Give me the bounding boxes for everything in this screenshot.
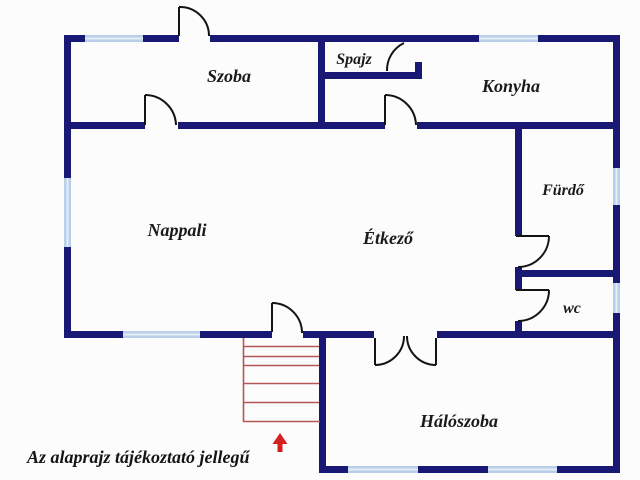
- window-nappali-south: [123, 331, 200, 338]
- opening-entrance: [179, 34, 210, 43]
- stairs: [242, 338, 320, 423]
- door-haloszoba-left-arc: [374, 335, 405, 366]
- window-nappali-west: [64, 178, 71, 247]
- room-label-wc: wc: [563, 300, 581, 317]
- opening-konyha: [385, 121, 417, 130]
- wall-wc-west-lower: [515, 321, 522, 338]
- door-openings: [145, 34, 437, 339]
- door-konyha-arc: [384, 94, 417, 126]
- opening-szoba: [145, 121, 178, 130]
- door-szoba-arc: [144, 94, 177, 126]
- door-furdo: [516, 235, 550, 268]
- room-label-nappali: Nappali: [146, 220, 206, 240]
- door-entrance-arc: [178, 5, 210, 37]
- wall-furdo-west-upper: [515, 122, 522, 236]
- stairs-outline: [242, 338, 320, 423]
- wall-mid-horizontal: [64, 122, 619, 129]
- wall-haloszoba-south: [319, 466, 620, 473]
- disclaimer-note: Az alaprajz tájékoztató jellegű: [26, 447, 251, 467]
- window-haloszoba-south-2: [488, 466, 557, 473]
- door-furdo-arc: [517, 235, 550, 268]
- opening-nappali: [272, 330, 303, 339]
- window-szoba-north: [85, 35, 143, 42]
- walls: [64, 35, 620, 473]
- room-labels: Szoba Spajz Konyha Nappali Étkező Fürdő …: [146, 51, 584, 431]
- wall-haloszoba-west: [319, 331, 326, 473]
- doors: [144, 5, 550, 366]
- wall-szoba-spajz-divider: [318, 35, 325, 129]
- wall-furdo-wc-divider: [515, 270, 620, 277]
- opening-haloszoba-double: [374, 330, 437, 339]
- room-label-etkezo: Étkező: [362, 227, 414, 248]
- door-haloszoba-right-arc: [406, 335, 437, 366]
- door-entrance: [178, 5, 210, 37]
- wall-north: [64, 35, 619, 42]
- room-label-konyha: Konyha: [481, 76, 540, 96]
- wall-spajz-south: [318, 72, 417, 79]
- window-konyha-north: [479, 35, 538, 42]
- door-wc-arc: [517, 289, 550, 322]
- door-spajz: [385, 42, 405, 72]
- windows: [64, 35, 620, 473]
- door-nappali: [271, 302, 303, 334]
- window-wc-east: [613, 283, 620, 313]
- door-wc: [516, 289, 550, 322]
- door-spajz-arc: [385, 42, 405, 72]
- room-label-spajz: Spajz: [336, 51, 372, 68]
- wall-wc-west-upper: [515, 277, 522, 290]
- wall-east: [613, 35, 620, 473]
- entry-arrow-icon: [272, 433, 288, 452]
- door-konyha: [384, 94, 417, 126]
- room-label-szoba: Szoba: [207, 66, 251, 86]
- window-haloszoba-south-1: [348, 466, 418, 473]
- door-haloszoba-double: [374, 335, 437, 366]
- room-label-furdo: Fürdő: [541, 182, 585, 199]
- wall-spajz-door-pier: [415, 62, 422, 79]
- window-furdo-east: [613, 168, 620, 205]
- room-label-haloszoba: Hálószoba: [419, 411, 498, 431]
- wall-south-main: [64, 331, 619, 338]
- door-nappali-arc: [271, 302, 303, 334]
- door-szoba: [144, 94, 177, 126]
